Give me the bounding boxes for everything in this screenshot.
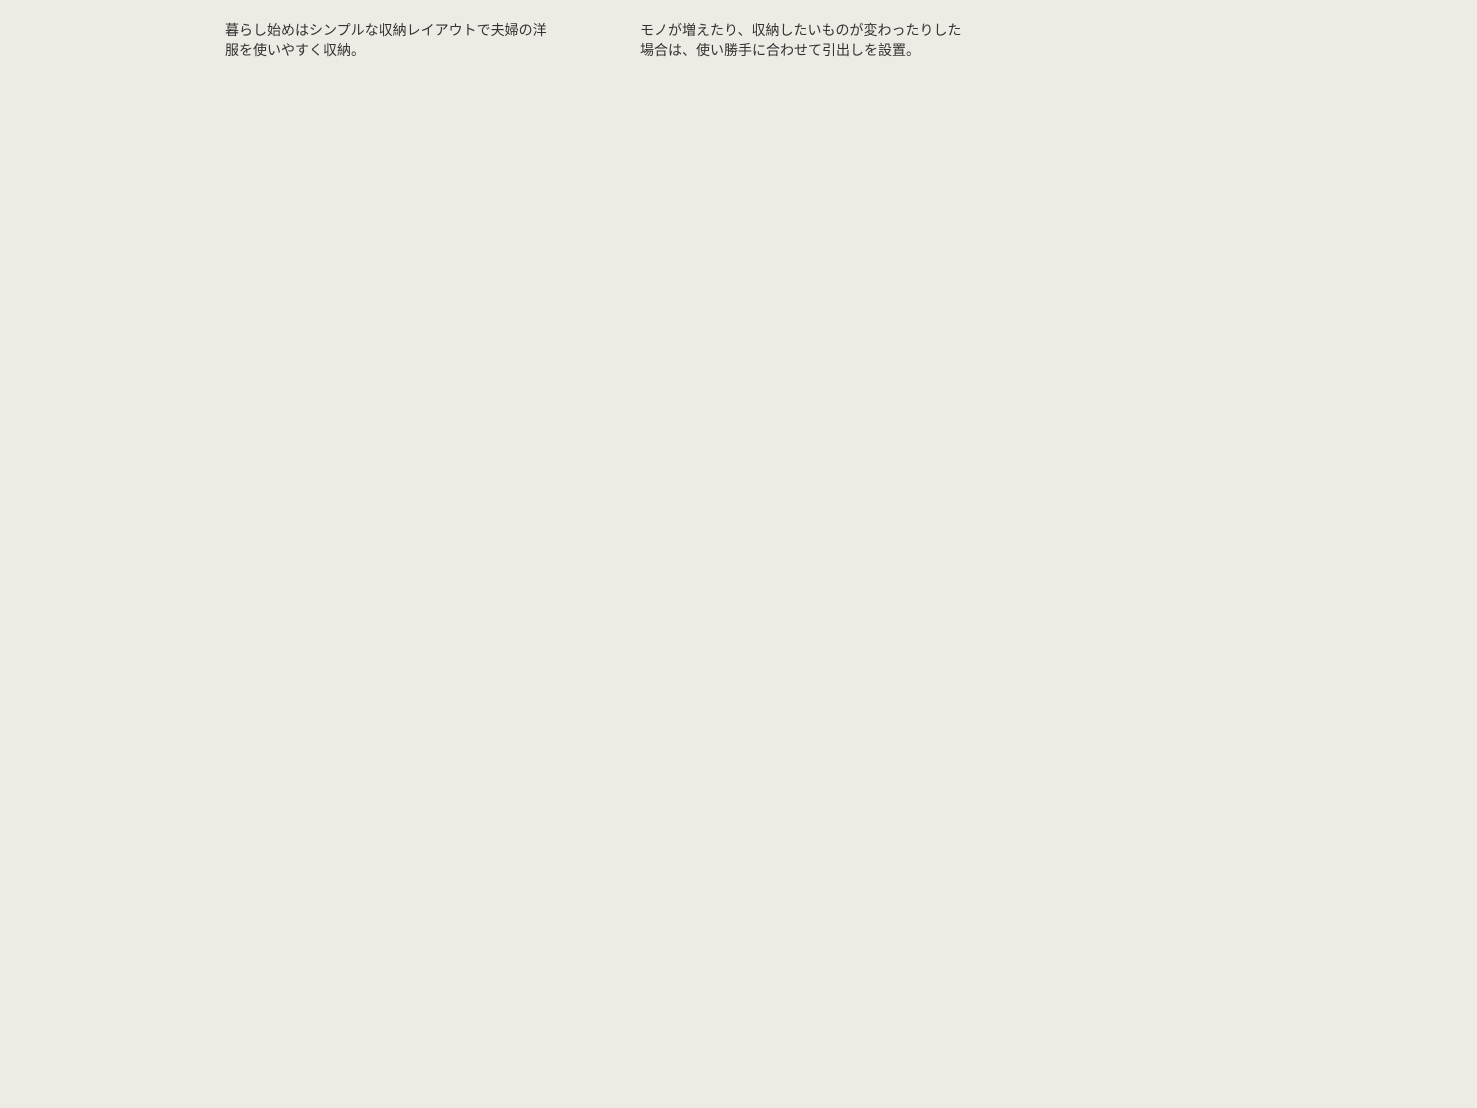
caption-1: 暮らし始めはシンプルな収納レイアウトで夫婦の洋服を使いやすく収納。 [225, 23, 547, 59]
caption-2: モノが増えたり、収納したいものが変わったりした場合は、使い勝手に合わせて引出しを… [640, 23, 962, 59]
